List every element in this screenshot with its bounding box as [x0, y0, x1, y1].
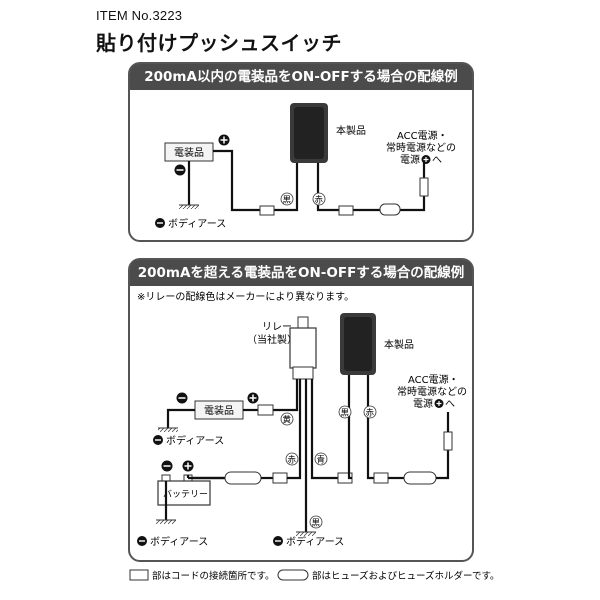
device-label: 電装品 — [174, 146, 204, 159]
minus-icon — [161, 460, 173, 472]
svg-text:赤: 赤 — [315, 196, 324, 206]
item-number: ITEM No.3223 — [96, 8, 183, 23]
battery-label: バッテリー — [163, 489, 208, 500]
red-wire-label: 赤 — [285, 452, 299, 466]
minus-icon — [176, 392, 188, 404]
fuse-holder — [403, 471, 437, 485]
fuse-holder — [224, 471, 262, 485]
device-label: 電装品 — [204, 404, 234, 417]
page-title: 貼り付けプッシュスイッチ — [96, 31, 342, 55]
svg-text:黒: 黒 — [341, 409, 350, 419]
minus-icon — [155, 218, 165, 228]
plus-icon — [421, 155, 431, 164]
legend-fuse-text: 部はヒューズおよびヒューズホルダーです。 — [312, 570, 500, 582]
black-wire-label-switch: 黒 — [338, 405, 352, 419]
ground-symbol — [158, 428, 178, 432]
ground-symbol — [156, 520, 176, 524]
svg-text:黒: 黒 — [312, 519, 321, 529]
ground-label: ボディアース — [168, 217, 226, 230]
svg-text:赤: 赤 — [366, 409, 375, 419]
panel-2-title: 200mAを超える電装品をON-OFFする場合の配線例 — [130, 260, 472, 286]
svg-text:青: 青 — [317, 455, 326, 466]
acc-connector — [443, 431, 453, 451]
product-label: 本製品 — [384, 338, 414, 351]
minus-icon — [153, 435, 163, 445]
acc-label-line3: 電源 — [413, 397, 433, 410]
minus-icon — [273, 536, 283, 546]
blue-wire-label: 青 — [314, 452, 328, 466]
fuse-holder — [379, 203, 401, 216]
connector-1 — [259, 205, 275, 216]
ground-label-battery: ボディアース — [150, 535, 208, 548]
yellow-wire-label: 黄 — [280, 412, 294, 426]
acc-label-to: へ — [432, 155, 442, 166]
legend-connector-symbol — [129, 569, 149, 581]
plus-icon — [434, 399, 444, 408]
acc-connector — [419, 177, 429, 197]
legend: 部はコードの接続箇所です。 部はヒューズおよびヒューズホルダーです。 — [129, 569, 500, 582]
red-wire-label: 赤 — [312, 192, 326, 206]
svg-text:黄: 黄 — [283, 415, 292, 426]
panel-1-title: 200mA以内の電装品をON-OFFする場合の配線例 — [130, 64, 472, 90]
acc-label-to: へ — [445, 399, 455, 410]
plus-icon — [247, 392, 259, 404]
plus-icon — [182, 460, 194, 472]
black-wire-label-relay: 黒 — [309, 515, 323, 529]
svg-text:赤: 赤 — [288, 456, 297, 466]
connector — [257, 404, 274, 416]
legend-connector-text: 部はコードの接続箇所です。 — [152, 570, 275, 582]
plus-icon — [218, 134, 230, 146]
relay-label-line2: （当社製） — [247, 333, 297, 346]
product-label: 本製品 — [336, 124, 366, 137]
svg-text:黒: 黒 — [283, 196, 292, 206]
black-wire-label: 黒 — [280, 192, 294, 206]
panel-1-diagram: 本製品 電装品 黒 — [155, 103, 456, 230]
connector — [272, 472, 288, 484]
acc-label-line1: ACC電源・ — [408, 373, 459, 386]
legend-fuse-symbol — [277, 569, 309, 581]
acc-label-line1: ACC電源・ — [397, 129, 448, 142]
ground-symbol — [296, 532, 316, 536]
ground-symbol — [179, 205, 199, 209]
acc-label-line2: 常時電源などの — [397, 385, 467, 398]
relay — [289, 316, 317, 380]
connector — [373, 472, 389, 484]
wiring-panel-2: 200mAを超える電装品をON-OFFする場合の配線例 — [128, 258, 474, 562]
relay-note: ※リレーの配線色はメーカーにより異なります。 — [137, 290, 354, 303]
relay-label-line1: リレー — [262, 322, 292, 333]
ground-label-relay: ボディアース — [286, 535, 344, 548]
acc-label-line3: 電源 — [400, 153, 420, 166]
panel-2-diagram: ※リレーの配線色はメーカーにより異なります。 リレー （当社製） 本製品 電装品 — [137, 290, 467, 548]
acc-label-line2: 常時電源などの — [386, 141, 456, 154]
minus-icon — [137, 536, 147, 546]
connector-2 — [338, 205, 354, 216]
red-wire-label-switch: 赤 — [363, 405, 377, 419]
ground-label-device: ボディアース — [166, 434, 224, 447]
minus-icon — [174, 164, 186, 176]
